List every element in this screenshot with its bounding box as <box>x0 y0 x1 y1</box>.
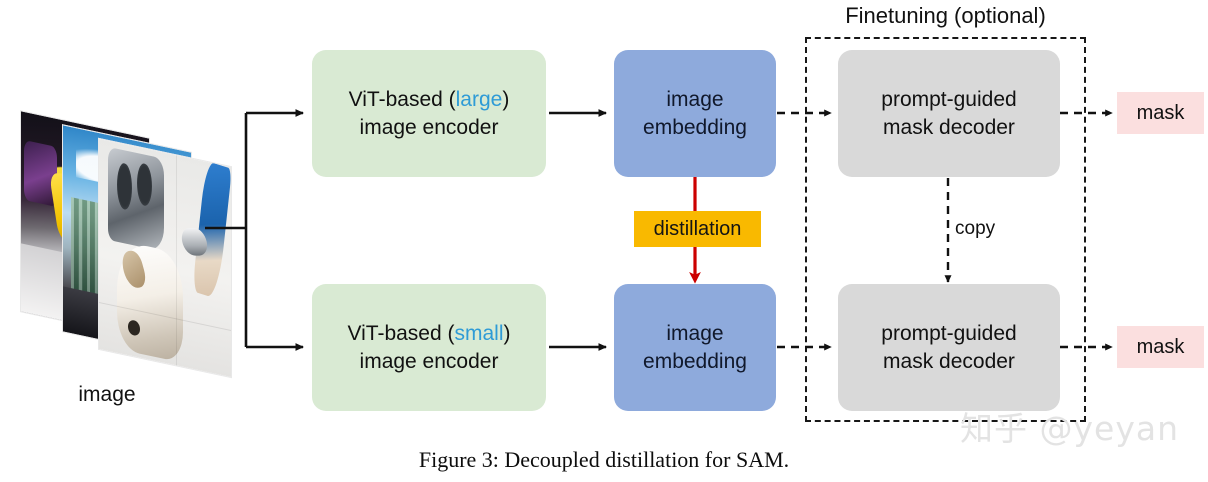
mask-output-bottom-label: mask <box>1136 335 1185 358</box>
mask-decoder-bottom-line1: prompt-guided <box>881 321 1017 345</box>
image-embedding-top-line2: embedding <box>643 115 747 139</box>
distillation-box: distillation <box>634 211 761 247</box>
input-image-stack <box>14 110 232 379</box>
figure-caption: Figure 3: Decoupled distillation for SAM… <box>418 447 790 472</box>
vit-large-suffix: ) <box>502 87 510 111</box>
mask-decoder-bottom-node: prompt-guided mask decoder <box>838 284 1060 411</box>
vit-large-encoder-line1: ViT-based (large) <box>349 86 510 114</box>
input-image-photo-1 <box>98 137 232 379</box>
image-embedding-bottom-node: image embedding <box>614 284 776 411</box>
vit-small-encoder-line2: image encoder <box>359 349 499 373</box>
copy-label: copy <box>955 218 996 239</box>
mask-decoder-top-line2: mask decoder <box>883 115 1015 139</box>
vit-large-accent: large <box>455 87 503 111</box>
input-image-label: image <box>78 383 136 406</box>
finetuning-label: Finetuning (optional) <box>845 3 1046 28</box>
vit-small-accent: small <box>454 321 504 345</box>
mask-output-top-label: mask <box>1136 101 1185 124</box>
mask-output-top: mask <box>1117 92 1204 134</box>
distillation-label: distillation <box>653 217 742 240</box>
vit-small-prefix: ViT-based ( <box>347 321 455 345</box>
vit-large-prefix: ViT-based ( <box>348 87 456 111</box>
vit-large-encoder-node: ViT-based (large) image encoder <box>312 50 546 177</box>
vit-small-suffix: ) <box>503 321 511 345</box>
vit-small-encoder-node: ViT-based (small) image encoder <box>312 284 546 411</box>
mask-decoder-bottom-line2: mask decoder <box>883 349 1015 373</box>
image-embedding-bottom-line2: embedding <box>643 349 747 373</box>
image-embedding-top-line1: image <box>666 87 724 111</box>
image-embedding-top-node: image embedding <box>614 50 776 177</box>
watermark: 知乎 @yeyan <box>960 409 1179 448</box>
finetuning-region <box>805 37 1086 422</box>
vit-small-encoder-line1: ViT-based (small) <box>347 320 510 348</box>
mask-decoder-top-line1: prompt-guided <box>881 87 1017 111</box>
mask-decoder-top-node: prompt-guided mask decoder <box>838 50 1060 177</box>
vit-large-encoder-line2: image encoder <box>359 115 499 139</box>
image-embedding-bottom-line1: image <box>666 321 724 345</box>
mask-output-bottom: mask <box>1117 326 1204 368</box>
